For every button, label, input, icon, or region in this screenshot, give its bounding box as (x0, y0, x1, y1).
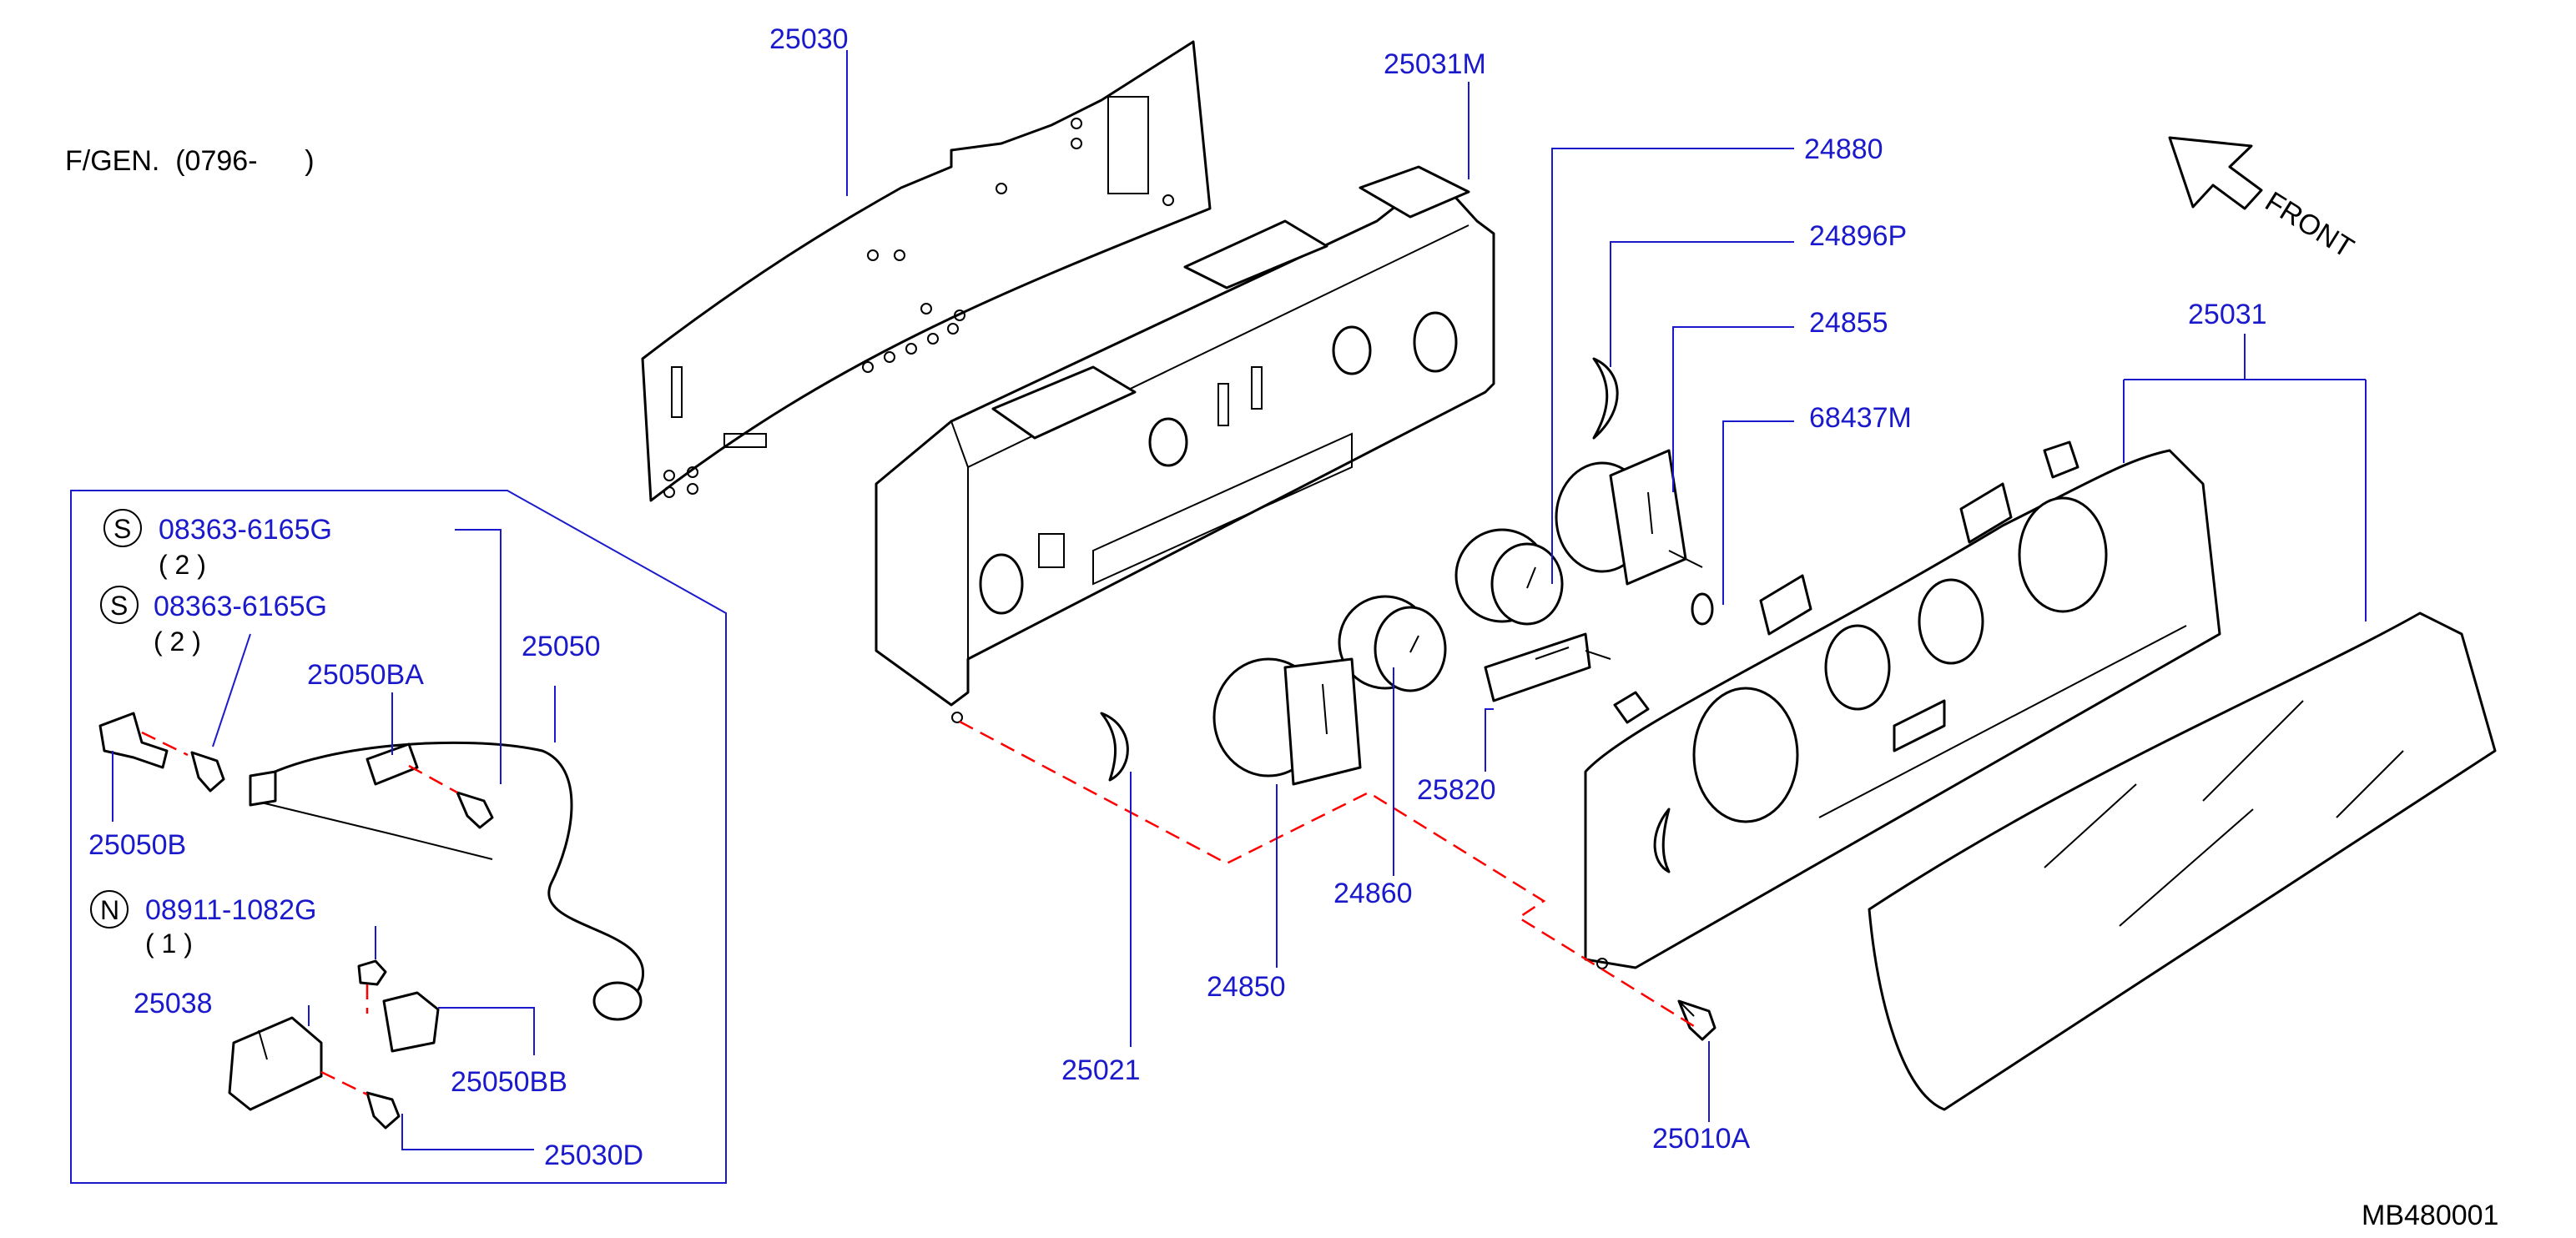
bracket-25050B (98, 712, 169, 769)
clip-25050BB (382, 991, 440, 1053)
inset-guide-2 (408, 764, 458, 794)
label-24896P: 24896P (1809, 220, 1907, 252)
label-08363-b: 08363-6165G (154, 591, 327, 622)
gauge-24880 (1454, 528, 1564, 626)
inset-frame (70, 490, 727, 1184)
header-label: F/GEN. (0796- ) (65, 145, 315, 177)
front-label: FRONT (2260, 186, 2359, 264)
printed-circuit-sheet (641, 40, 1212, 502)
gauge-24855 (1555, 449, 1703, 586)
label-24855: 24855 (1809, 307, 1888, 339)
front-arrow-icon (2168, 136, 2263, 210)
leader-lines (112, 50, 2367, 1150)
label-25050BA: 25050BA (307, 659, 424, 691)
screw-left (190, 751, 225, 793)
screw-25050BA (456, 791, 494, 829)
meter-lens (1868, 611, 2497, 1111)
label-68437M: 68437M (1809, 402, 1912, 434)
label-25010A: 25010A (1652, 1123, 1751, 1155)
nut-08911 (357, 959, 387, 986)
indicator-25820 (1484, 632, 1611, 702)
diagram-code: MB480001 (2362, 1200, 2498, 1231)
label-25030: 25030 (769, 23, 849, 55)
label-24880: 24880 (1804, 133, 1883, 165)
wire-harness-25050 (249, 741, 644, 1021)
cluster-finisher (1584, 440, 2221, 969)
label-08363-a: 08363-6165G (159, 514, 332, 546)
meter-housing (875, 165, 1495, 723)
qty-08911: ( 1 ) (145, 929, 193, 959)
label-25050: 25050 (522, 631, 601, 662)
label-25031M: 25031M (1384, 48, 1486, 80)
label-25820: 25820 (1417, 774, 1496, 806)
label-08911: 08911-1082G (145, 894, 316, 926)
symbol-n-1: N (90, 890, 129, 929)
gauge-24860 (1338, 595, 1447, 692)
bulb-68437M (1691, 592, 1714, 626)
sensor-25038 (228, 1016, 323, 1111)
label-25021: 25021 (1061, 1054, 1141, 1086)
label-25030D: 25030D (544, 1140, 643, 1171)
gauge-24850 (1212, 657, 1362, 786)
alignment-line (959, 720, 1695, 1028)
label-25038: 25038 (134, 988, 213, 1019)
label-24850: 24850 (1207, 971, 1286, 1003)
svg-text:S: S (113, 514, 131, 544)
qty-08363-a: ( 2 ) (159, 550, 206, 580)
lens-24896P (1592, 357, 1619, 440)
inset-guide-4 (320, 1070, 368, 1096)
label-25050BB: 25050BB (451, 1066, 567, 1098)
clip-25050BA (365, 742, 419, 786)
label-25031: 25031 (2188, 299, 2267, 330)
svg-text:S: S (110, 591, 128, 621)
symbol-s-1: S (103, 509, 142, 547)
qty-08363-b: ( 2 ) (154, 627, 201, 657)
label-25050B: 25050B (88, 829, 186, 861)
screw-25030D (365, 1091, 401, 1130)
label-24860: 24860 (1333, 878, 1413, 909)
inset-guide-1 (141, 731, 189, 757)
svg-text:N: N (100, 895, 119, 925)
symbol-s-2: S (100, 586, 139, 624)
lens-25021 (1100, 712, 1129, 782)
